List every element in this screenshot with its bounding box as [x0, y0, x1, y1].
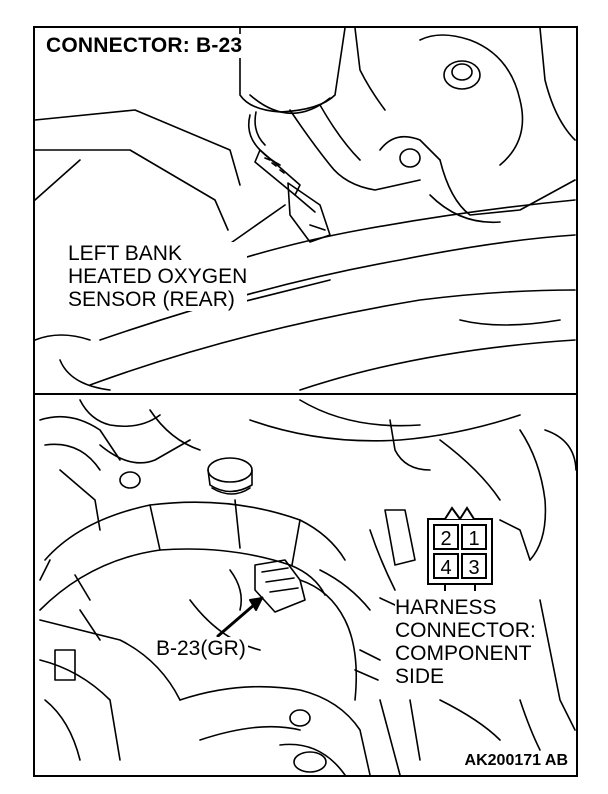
connector-pin-diagram: 2 1 4 3	[427, 506, 493, 591]
sensor-label: LEFT BANK HEATED OXYGEN SENSOR (REAR)	[68, 242, 248, 311]
figure-code: AK200171 AB	[462, 752, 570, 770]
pin-number-2: 2	[440, 528, 451, 550]
sensor-label-line: HEATED OXYGEN	[68, 265, 248, 288]
pin-cell-3	[461, 553, 487, 579]
lower-engine-view	[39, 399, 577, 776]
pin-cell-4	[433, 553, 459, 579]
sensor-label-line: SENSOR (REAR)	[68, 288, 235, 311]
pin-number-4: 4	[440, 557, 451, 579]
connector-callout-label: B-23(GR)	[154, 637, 248, 660]
panel-divider	[33, 393, 578, 395]
sensor-label-line: LEFT BANK	[68, 242, 182, 265]
harness-label-line: COMPONENT	[395, 642, 532, 665]
pin-number-3: 3	[468, 557, 479, 579]
harness-label-line: SIDE	[395, 665, 445, 688]
connector-title: CONNECTOR: B-23	[46, 34, 247, 58]
pin-cell-1	[461, 524, 487, 550]
pin-cell-2	[433, 524, 459, 550]
harness-label-line: CONNECTOR:	[395, 619, 536, 642]
harness-connector-label: HARNESS CONNECTOR: COMPONENT SIDE	[395, 596, 536, 688]
pin-number-1: 1	[468, 528, 479, 550]
harness-label-line: HARNESS	[395, 596, 497, 619]
upper-engine-view	[34, 27, 576, 391]
